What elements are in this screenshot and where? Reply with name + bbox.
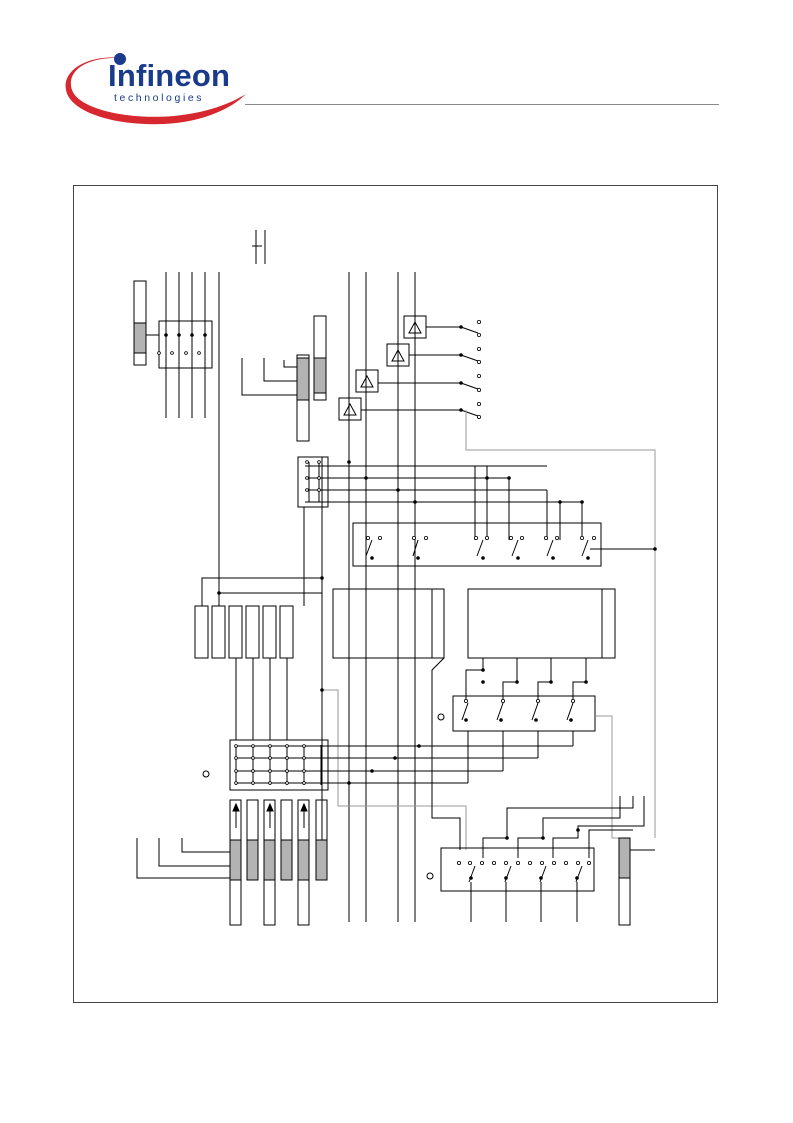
grey-feedback-lines	[322, 410, 656, 850]
figure-frame	[73, 185, 718, 1003]
junction-dots	[164, 325, 657, 880]
logo-tagline: technologies	[114, 92, 205, 104]
mux-feeds	[201, 457, 583, 846]
selector-matrix-upper	[297, 456, 582, 508]
bus-lines-middle	[348, 272, 479, 922]
switch-bank-upper	[352, 522, 655, 567]
register-column-left	[133, 280, 147, 366]
switch-bank-middle	[431, 657, 596, 850]
top-ticks	[252, 230, 266, 264]
switch-bank-lower	[426, 796, 655, 922]
logo-swoosh	[65, 53, 246, 125]
processing-blocks	[332, 588, 616, 659]
comparators	[338, 315, 427, 421]
selector-matrix-lower	[202, 731, 574, 791]
register-stack	[194, 605, 294, 740]
register-right	[618, 837, 631, 926]
logo-wordmark: Infineon	[108, 58, 231, 93]
logo-dot-icon	[114, 53, 126, 65]
header-rule	[245, 104, 719, 105]
terminals	[157, 319, 597, 866]
bus-lines-left	[146, 272, 220, 606]
register-center	[241, 315, 327, 442]
register-columns-lower	[136, 799, 328, 926]
